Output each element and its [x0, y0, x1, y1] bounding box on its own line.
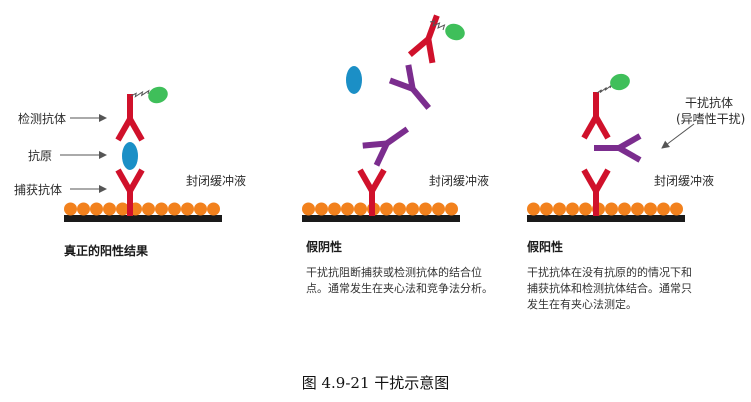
- plate-3-bead: [670, 202, 683, 216]
- plate-2-bead: [328, 202, 341, 216]
- panel-true-positive: [60, 86, 222, 222]
- plate-2-bead: [354, 202, 367, 216]
- interfering-antibody-2a: [362, 126, 410, 167]
- interfering-antibody-3-arm-left: [617, 133, 642, 151]
- plate-1-bead: [168, 202, 181, 216]
- plate-2-bead: [380, 202, 393, 216]
- plate-1-plate: [64, 215, 222, 222]
- detection-antibody-1: [115, 94, 145, 142]
- detection-antibody-3: [581, 92, 611, 140]
- detection-antibody-2-arm-right: [407, 36, 431, 57]
- plate-2-bead: [445, 202, 458, 216]
- panel-false-positive: [527, 73, 695, 222]
- plate-2-bead: [393, 202, 406, 216]
- detection-antibody-1-arm-right: [115, 117, 133, 142]
- linker-1: [130, 89, 150, 98]
- enzyme-tag-2: [445, 23, 465, 41]
- plate-3-bead: [657, 202, 670, 216]
- detection-antibody-2-arm-left: [425, 38, 436, 64]
- capture-antibody-1: [115, 168, 145, 216]
- plate-2-bead: [315, 202, 328, 216]
- plate-3-bead: [605, 202, 618, 216]
- plate-3-bead: [553, 202, 566, 216]
- interfering-antibody-2b-arm-left: [388, 77, 414, 92]
- capture-antibody-2-arm-left: [357, 168, 375, 193]
- plate-2-bead: [419, 202, 432, 216]
- label-capture-antibody: 捕获抗体: [14, 183, 63, 197]
- desc-false-positive: 干扰抗体在没有抗原的的情况下和 捕获抗体和检测抗体结合。通常只 发生在有夹心法测…: [527, 265, 692, 313]
- plate-1-bead: [181, 202, 194, 216]
- plate-3-bead: [540, 202, 553, 216]
- desc-false-positive-line-3: 发生在有夹心法测定。: [527, 298, 637, 311]
- plate-3-plate: [527, 215, 685, 222]
- plate-3-bead: [644, 202, 657, 216]
- interfering-antibody-2a-arm-right: [362, 140, 388, 149]
- detection-antibody-3-arm-left: [593, 115, 611, 140]
- title-false-positive: 假阳性: [527, 240, 564, 254]
- interfering-antibody-2b-stem: [409, 86, 432, 110]
- plate-2-bead: [432, 202, 445, 216]
- interfering-antibody-3: [594, 133, 642, 163]
- plate-1-bead: [90, 202, 103, 216]
- plate-2-bead: [406, 202, 419, 216]
- label-interfering-antibody: 干扰抗体: [685, 96, 734, 110]
- plate-3-bead: [566, 202, 579, 216]
- desc-false-positive-line-2: 捕获抗体和检测抗体结合。通常只: [527, 282, 692, 295]
- capture-antibody-3-arm-right: [593, 168, 611, 193]
- interfering-antibody-2b-arm-right: [405, 64, 416, 90]
- plate-3-bead: [618, 202, 631, 216]
- enzyme-tag-1: [148, 86, 168, 104]
- interfering-antibody-2b: [388, 64, 432, 110]
- enzyme-tag-3: [610, 73, 630, 91]
- linker-3: [596, 84, 612, 94]
- detection-antibody-1-arm-left: [127, 117, 145, 142]
- detection-antibody-2: [407, 14, 440, 64]
- plate-1-bead: [194, 202, 207, 216]
- desc-false-negative-line-2: 点。通常发生在夹心法和竞争法分析。: [306, 282, 493, 295]
- desc-false-negative: 干扰抗阻断捕获或检测抗体的结合位 点。通常发生在夹心法和竞争法分析。: [306, 265, 493, 297]
- plate-2-bead: [341, 202, 354, 216]
- plate-3-bead: [579, 202, 592, 216]
- label-antigen: 抗原: [28, 149, 53, 163]
- plate-1-bead: [207, 202, 220, 216]
- label-heterophilic: (异嗜性干扰): [676, 112, 746, 126]
- capture-antibody-1-arm-left: [115, 168, 133, 193]
- antigen-2: [346, 66, 362, 94]
- detection-antibody-3-arm-right: [581, 115, 599, 140]
- panel-false-negative: [302, 14, 465, 222]
- plate-2-bead: [302, 202, 315, 216]
- label-blocking-buffer-3: 封闭缓冲液: [654, 174, 715, 188]
- desc-false-negative-line-1: 干扰抗阻断捕获或检测抗体的结合位: [306, 266, 482, 279]
- capture-antibody-3-arm-left: [581, 168, 599, 193]
- plate-1-bead: [64, 202, 77, 216]
- plate-1-bead: [142, 202, 155, 216]
- figure-caption: 图 4.9-21 干扰示意图: [301, 374, 450, 392]
- antigen-1: [122, 142, 138, 170]
- plate-2-plate: [302, 215, 460, 222]
- interfering-antibody-2a-arm-left: [373, 142, 390, 167]
- interfering-antibody-3-arm-right: [617, 145, 642, 163]
- title-false-negative: 假阴性: [306, 240, 343, 254]
- detection-antibody-2-stem: [425, 14, 440, 42]
- linker-2: [429, 20, 446, 31]
- label-blocking-buffer-2: 封闭缓冲液: [429, 174, 490, 188]
- capture-antibody-2-arm-right: [369, 168, 387, 193]
- plate-1-bead: [116, 202, 129, 216]
- label-blocking-buffer-1: 封闭缓冲液: [186, 174, 247, 188]
- desc-false-positive-line-1: 干扰抗体在没有抗原的的情况下和: [527, 266, 692, 279]
- plate-1-bead: [103, 202, 116, 216]
- interfering-antibody-2a-stem: [384, 126, 410, 147]
- title-true-positive: 真正的阳性结果: [64, 244, 149, 258]
- capture-antibody-1-arm-right: [127, 168, 145, 193]
- arrow-interferer: [661, 123, 695, 149]
- label-detection-antibody: 检测抗体: [18, 112, 67, 126]
- plate-1-bead: [155, 202, 168, 216]
- plate-3-bead: [631, 202, 644, 216]
- plate-3-bead: [527, 202, 540, 216]
- plate-1-bead: [77, 202, 90, 216]
